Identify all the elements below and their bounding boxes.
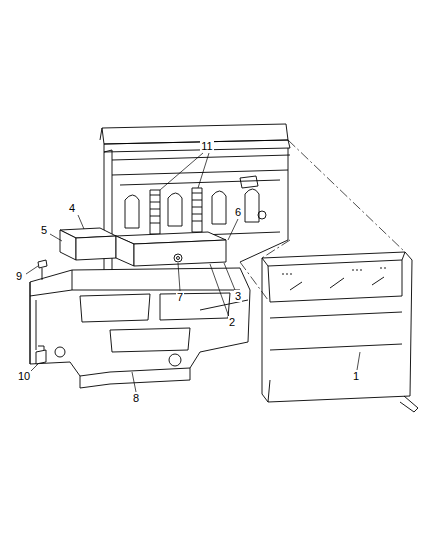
left-cushion — [60, 228, 116, 260]
seat-back-frame — [100, 124, 290, 275]
callout-number: 4 — [68, 202, 76, 214]
callout-number: 11 — [200, 140, 213, 152]
back-panel — [262, 252, 418, 412]
callout-number: 5 — [40, 224, 48, 236]
center-cushion — [116, 232, 226, 266]
callout-number: 1 — [352, 370, 360, 382]
alignment-lines — [240, 140, 405, 300]
callout-number: 6 — [234, 206, 242, 218]
leader-lines — [26, 153, 360, 392]
callout-number: 2 — [228, 316, 236, 328]
callout-number: 3 — [234, 290, 242, 302]
callout-number: 9 — [15, 270, 23, 282]
callout-number: 8 — [132, 392, 140, 404]
callout-number: 7 — [176, 291, 184, 303]
storage-tray — [30, 268, 250, 388]
fasteners — [36, 260, 47, 364]
callout-number: 10 — [17, 370, 31, 382]
